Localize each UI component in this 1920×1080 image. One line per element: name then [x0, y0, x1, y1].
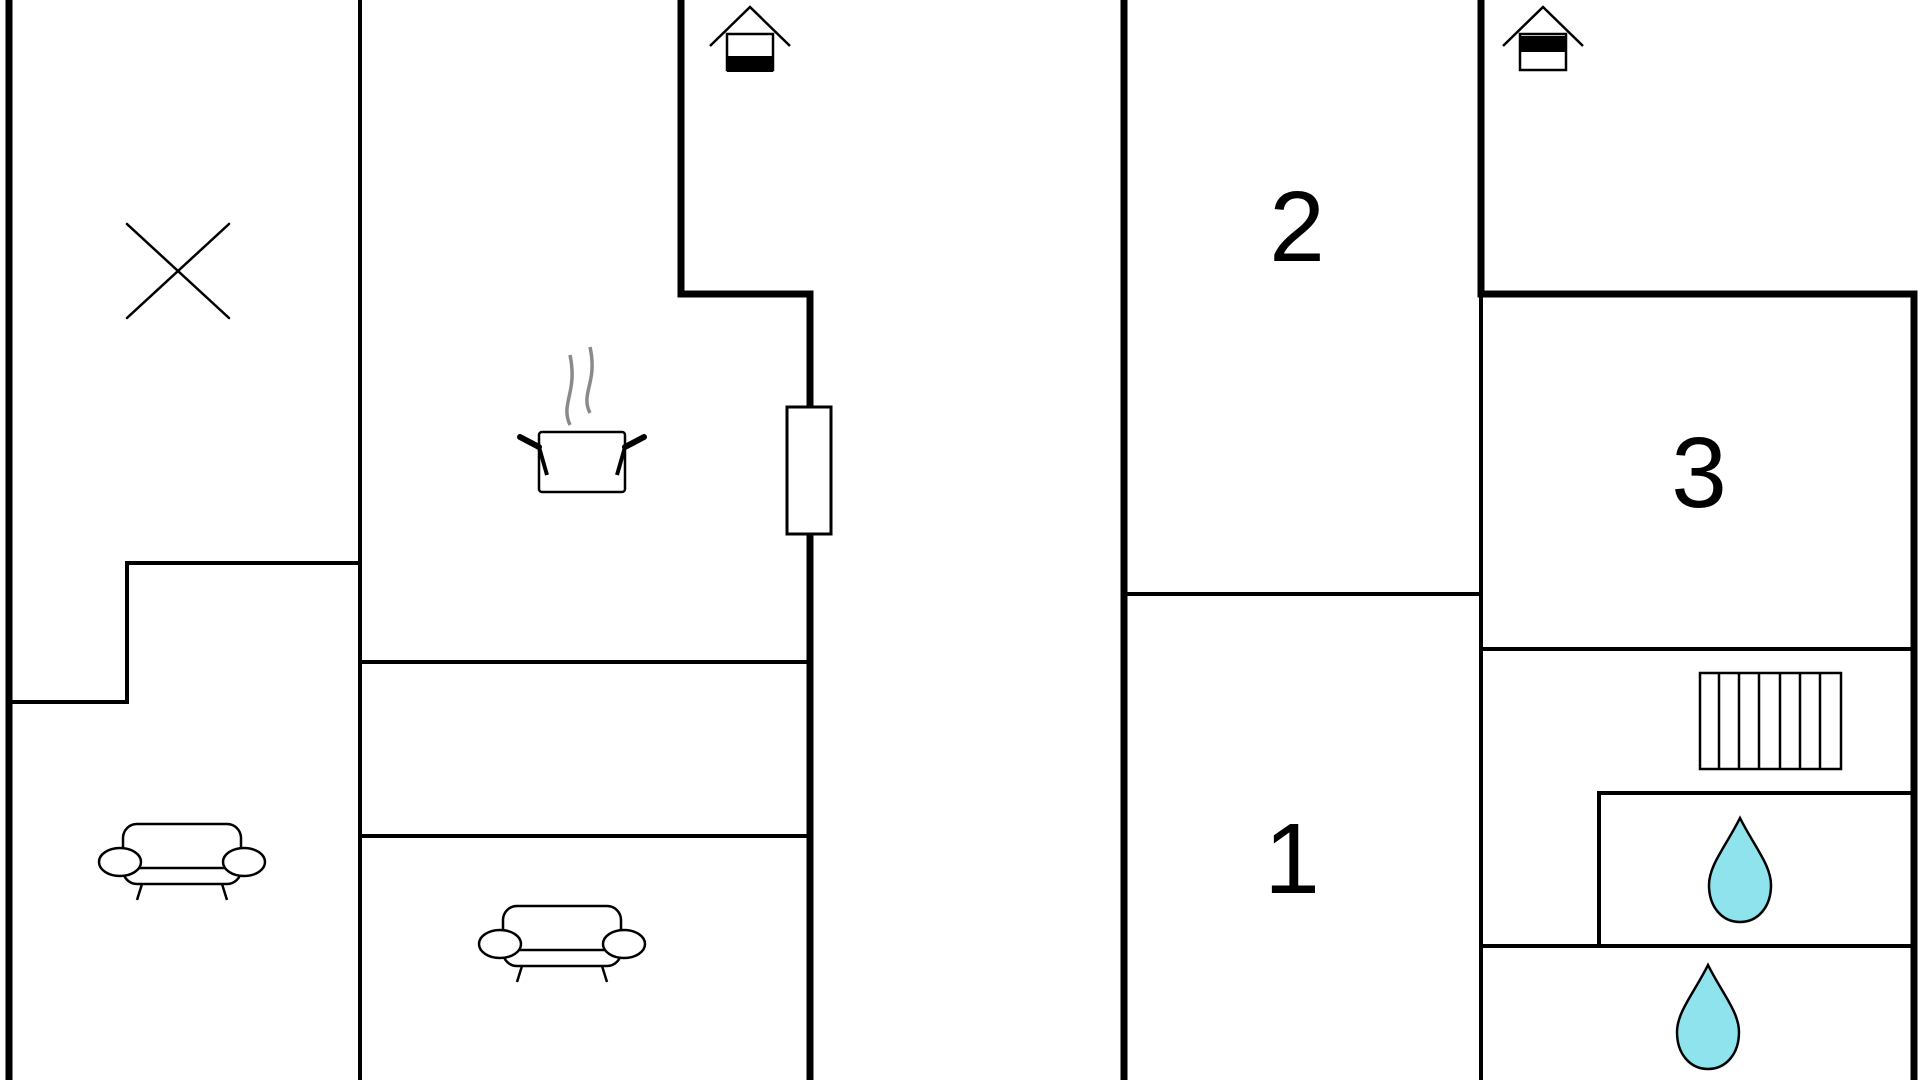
- entrance-house-icon: [709, 5, 791, 72]
- floor-left: [5, 0, 833, 1080]
- window: [785, 405, 833, 536]
- wall-left-step: [7, 561, 362, 704]
- entrance-house-icon: [1502, 5, 1584, 72]
- radiator-icon: [1698, 671, 1843, 771]
- cross-mark-icon: [125, 222, 231, 320]
- room-number-3: 3: [1671, 417, 1727, 529]
- water-drop-icon: [1707, 815, 1773, 924]
- wall-bathroom-upper: [1597, 791, 1914, 948]
- sofa-icon: [477, 904, 647, 983]
- floor-right: 2 3 1: [1120, 0, 1918, 1080]
- room-number-1: 1: [1264, 803, 1320, 915]
- cooking-pot-icon: [517, 346, 647, 494]
- water-drop-icon: [1675, 962, 1741, 1071]
- wall-left-exterior-right: [677, 0, 814, 1080]
- room-number-2: 2: [1269, 171, 1325, 283]
- sofa-icon: [97, 822, 267, 901]
- wall-room3-top: [1477, 290, 1918, 1080]
